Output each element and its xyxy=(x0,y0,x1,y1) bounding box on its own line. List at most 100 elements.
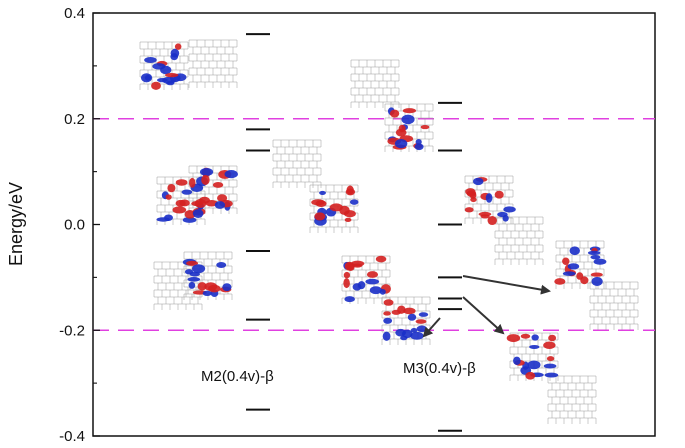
orbital-lobe xyxy=(513,356,521,365)
orbital-lobe xyxy=(502,214,509,222)
orbital-image xyxy=(341,255,431,345)
orbital-lobe xyxy=(375,255,387,263)
orbital-lobe xyxy=(164,73,179,78)
orbital-lobe xyxy=(187,277,201,282)
orbital-lobe xyxy=(212,181,224,188)
y-tick-label: 0.2 xyxy=(64,111,85,128)
orbital-lobe xyxy=(562,257,570,265)
y-axis: 0.40.20.0-0.2-0.4 xyxy=(59,5,100,445)
y-tick-label: -0.4 xyxy=(59,428,85,445)
y-axis-label: Energy/eV xyxy=(6,182,26,266)
orbital-lobe xyxy=(222,283,232,292)
orbital-lobe xyxy=(366,271,379,278)
orbital-lobe xyxy=(349,199,359,205)
orbital-lobe xyxy=(407,313,417,321)
energy-levels xyxy=(246,33,462,432)
orbital-lobe xyxy=(383,317,393,324)
orbital-image xyxy=(139,39,238,90)
orbital-lobe xyxy=(175,179,188,186)
orbital-lobe xyxy=(192,264,206,274)
orbital-lobe xyxy=(420,125,430,130)
orbital-lobe xyxy=(181,189,193,195)
orbital-lobe xyxy=(562,271,576,276)
orbital-lobe xyxy=(487,216,497,226)
series-label: M3(0.4v)-β xyxy=(403,360,476,377)
orbital-lobe xyxy=(343,271,351,279)
orbital-image xyxy=(350,59,434,152)
orbital-lobe xyxy=(172,206,187,214)
orbital-lobe xyxy=(485,193,493,203)
orbital-lobe xyxy=(186,260,199,266)
orbital-lobe xyxy=(170,53,179,61)
orbital-lobe xyxy=(394,139,408,149)
orbital-lobe xyxy=(197,282,207,291)
orbital-lobe xyxy=(201,175,210,185)
orbital-lobe xyxy=(344,296,355,303)
orbital-lobe xyxy=(506,334,521,343)
orbital-lobe xyxy=(365,278,380,285)
orbital-lobe xyxy=(319,190,326,196)
orbital-lobe xyxy=(174,43,182,50)
orbital-lobe xyxy=(414,143,424,151)
orbital-lobe xyxy=(344,217,352,223)
orbital-image xyxy=(272,139,359,233)
reference-lines xyxy=(93,117,655,332)
orbital-lobe xyxy=(466,190,477,197)
orbital-lobe xyxy=(402,108,417,114)
orbital-lobe xyxy=(473,177,484,186)
arrows xyxy=(422,275,551,338)
orbital-lobe xyxy=(569,246,580,256)
orbital-lobe xyxy=(397,305,406,314)
y-tick-label: 0.4 xyxy=(64,5,85,22)
orbital-lobe xyxy=(357,281,366,290)
orbital-lobe xyxy=(525,371,536,380)
orbital-lobe xyxy=(224,170,238,179)
orbital-lobe xyxy=(494,190,504,199)
orbital-lobe xyxy=(398,124,406,133)
orbital-lobe xyxy=(184,210,196,219)
y-tick-label: 0.0 xyxy=(64,217,85,234)
orbital-lobe xyxy=(527,360,541,370)
orbital-lobe xyxy=(587,250,601,255)
orbital-lobe xyxy=(389,109,400,118)
orbital-lobe xyxy=(199,167,214,176)
orbital-lobe xyxy=(576,272,584,280)
orbital-lobe xyxy=(478,211,492,217)
orbital-lobe xyxy=(531,334,539,341)
orbital-lobe xyxy=(383,311,391,316)
orbital-lobe xyxy=(156,217,170,222)
orbital-lobe xyxy=(416,325,428,333)
orbital-lobe xyxy=(345,188,356,196)
orbital-lobe xyxy=(382,331,391,341)
orbital-lobe xyxy=(395,328,406,337)
orbital-lobe xyxy=(410,328,418,333)
orbital-lobe xyxy=(329,203,343,212)
orbital-lobe xyxy=(590,272,603,277)
orbital-lobe xyxy=(546,356,555,362)
orbital-lobe xyxy=(182,217,197,223)
orbital-lobe xyxy=(343,278,350,289)
orbital-lobe xyxy=(151,81,161,90)
orbital-lobe xyxy=(350,260,365,267)
orbital-lobe xyxy=(202,290,212,296)
orbital-lobe xyxy=(544,372,559,378)
orbital-lobe xyxy=(529,344,540,350)
orbital-lobe xyxy=(188,281,196,289)
orbital-lobe xyxy=(315,200,327,207)
orbital-lobe xyxy=(464,207,474,213)
orbital-lobe xyxy=(410,331,424,340)
orbital-lobe xyxy=(590,254,601,260)
orbital-lobe xyxy=(591,276,603,286)
orbital-lobe xyxy=(415,319,427,324)
orbital-lobe xyxy=(554,278,566,285)
orbital-lobe xyxy=(214,201,226,209)
orbital-lobe xyxy=(401,114,415,125)
orbital-lobe xyxy=(217,194,228,202)
orbital-lobe xyxy=(543,341,556,349)
orbital-lobe xyxy=(503,206,516,213)
orbital-lobe xyxy=(205,199,218,207)
orbital-lobe xyxy=(314,212,326,221)
